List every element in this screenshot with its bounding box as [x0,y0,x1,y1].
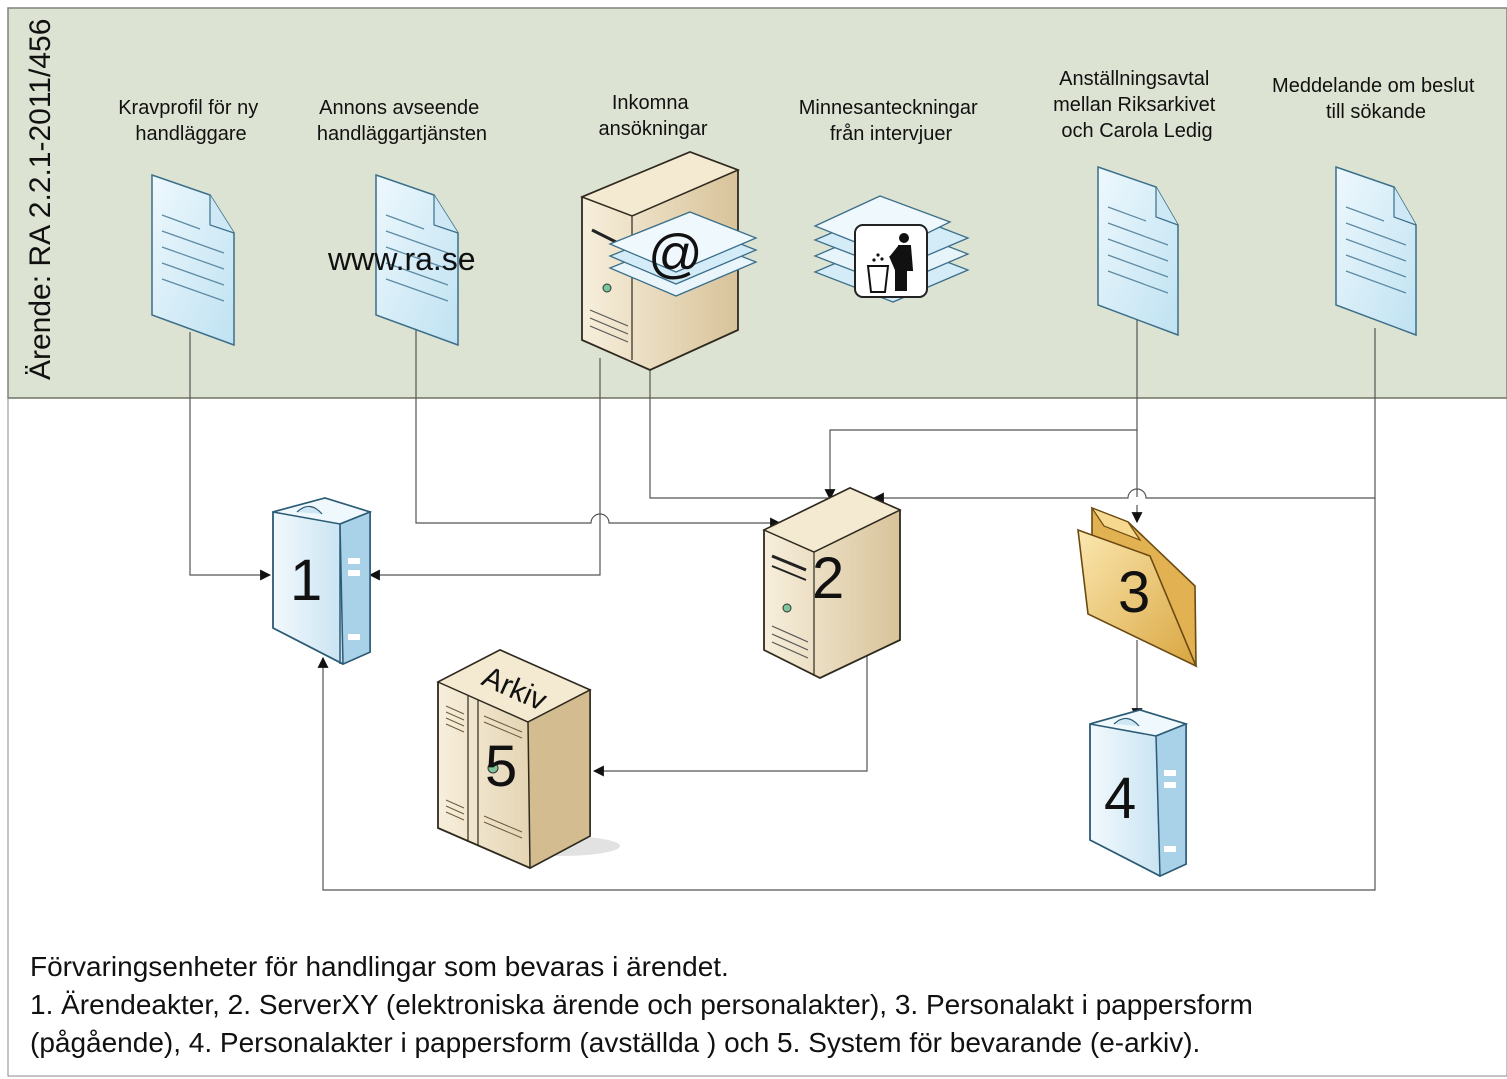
discarded-documents-icon [813,195,970,303]
kravprofil-label: Kravprofil för ny handläggare [118,97,264,145]
meddelande-label: Meddelande om beslut till sökande [1272,75,1480,123]
diagram-frame [7,7,1507,1077]
document-icon [151,173,235,347]
connectors [189,318,1376,891]
storage-number-5: 5 [485,734,517,799]
svg-text:@: @ [648,224,703,284]
caption-line: (pågående), 4. Personalakter i pappersfo… [30,1027,1201,1058]
minnesanteckningar-label: Minnesanteckningar från intervjuer [799,97,984,145]
connector-kravprofil-to-1 [189,332,272,581]
anstallningsavtal-label: Anställningsavtal mellan Riksarkivet och… [1053,68,1221,142]
ansokningar-label: Inkomna ansökningar [599,92,708,140]
server-icon [762,487,902,680]
document-icon [1335,165,1417,337]
caption-line: Förvaringsenheter för handlingar som bev… [30,951,729,982]
connector-meddelande-to-2 [872,328,1376,504]
file-server-icon [272,497,373,666]
case-band [7,7,1507,399]
storage-number-3: 3 [1118,560,1150,625]
email-server-icon: @ [579,151,758,371]
document-icon [375,173,459,347]
website-label: www.ra.se [327,241,476,277]
annons-label: Annons avseende handläggartjänsten [317,97,487,145]
storage-number-2: 2 [812,546,844,611]
storage-number-1: 1 [290,548,322,613]
connector-meddelande-to-1 [317,498,1376,891]
file-server-icon [1089,709,1189,878]
connector-ansokningar-to-2 [649,364,828,499]
connector-annons-to-2 [415,330,782,529]
caption-line: 1. Ärendeakter, 2. ServerXY (elektronisk… [30,989,1253,1020]
connector-ansokningar-to-1 [368,358,601,581]
connector-2-to-5 [592,652,868,777]
caption: Förvaringsenheter för handlingar som bev… [30,948,1490,1062]
connector-anstallning-to-2 [824,318,1138,501]
case-label: Ärende: RA 2.2.1-2011/456 [24,19,57,380]
archive-server-icon [436,649,620,870]
folder-icon [1077,506,1198,668]
document-icon [1097,165,1179,337]
storage-number-4: 4 [1104,766,1136,831]
